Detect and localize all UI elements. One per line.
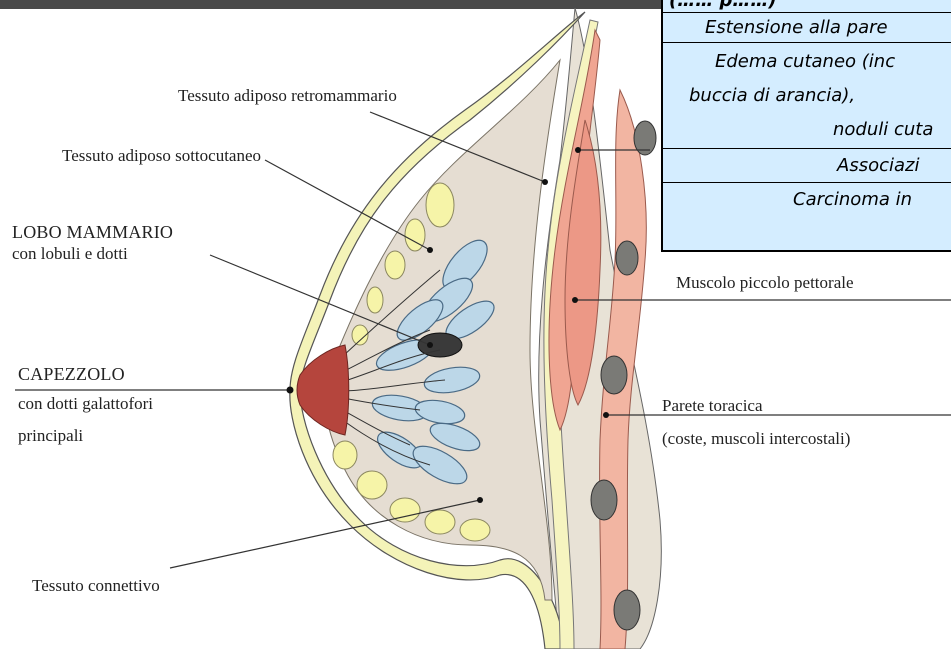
table-row: Carcinoma in	[663, 182, 951, 252]
label-chest-wall: Parete toracica	[662, 396, 763, 416]
label-chest-wall-sub: (coste, muscoli intercostali)	[662, 429, 850, 449]
table-row: Associazi	[663, 148, 951, 182]
label-lobe-title: LOBO MAMMARIO	[12, 222, 173, 242]
table-cell: Carcinoma in	[793, 189, 912, 210]
staging-table: (…… p……) Estensione alla pare Edema cuta…	[661, 0, 951, 252]
table-header-row: (…… p……)	[663, 0, 951, 12]
label-connective-tissue: Tessuto connettivo	[32, 576, 160, 596]
table-row: Estensione alla pare	[663, 12, 951, 42]
label-subcutaneous-fat: Tessuto adiposo sottocutaneo	[62, 146, 261, 166]
label-nipple-sub2: principali	[18, 426, 83, 446]
table-row: Edema cutaneo (inc buccia di arancia), n…	[663, 42, 951, 148]
table-cell: noduli cuta	[833, 119, 933, 140]
label-pectoralis-minor: Muscolo piccolo pettorale	[676, 273, 854, 293]
table-cell: Associazi	[837, 155, 919, 176]
table-cell: Edema cutaneo (inc	[715, 51, 895, 72]
label-nipple-title: CAPEZZOLO	[18, 364, 125, 384]
table-header-fragment: (…… p……)	[669, 0, 777, 11]
table-cell: Estensione alla pare	[705, 17, 888, 38]
label-retromammary-fat: Tessuto adiposo retromammario	[178, 86, 397, 106]
table-cell: buccia di arancia),	[689, 85, 855, 106]
label-nipple-sub1: con dotti galattofori	[18, 394, 153, 414]
label-lobe-sub: con lobuli e dotti	[12, 244, 128, 264]
